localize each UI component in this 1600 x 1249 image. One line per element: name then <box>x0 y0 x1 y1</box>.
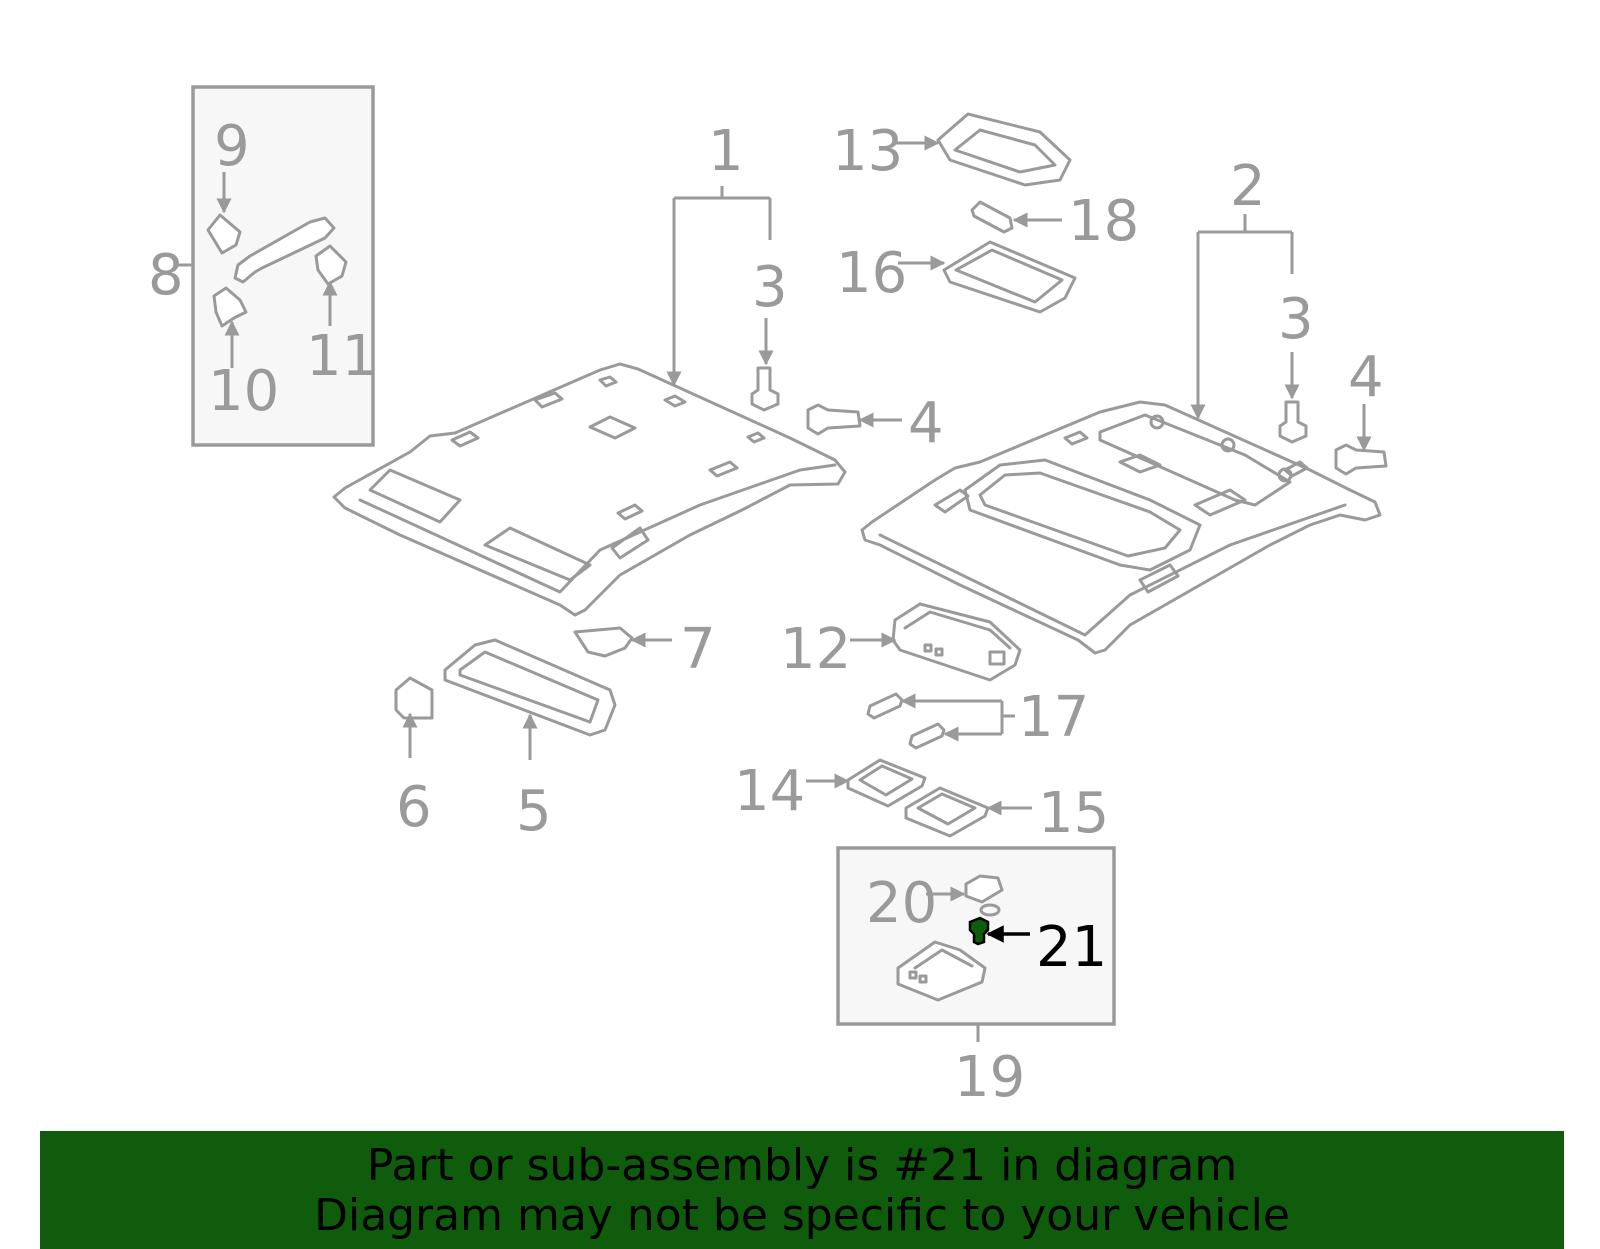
callout-5: 5 <box>516 779 552 844</box>
part-13-lamp-base <box>936 112 1072 187</box>
callout-11: 11 <box>306 324 377 389</box>
callout-8: 8 <box>148 243 184 308</box>
callout-1: 1 <box>708 119 744 184</box>
inset-box-8: 8 9 10 11 <box>148 85 377 447</box>
part-6-holder <box>394 676 434 720</box>
lamp-housing <box>896 940 987 1002</box>
part-4-screw-right <box>1334 443 1388 476</box>
part-16-lens <box>942 240 1077 314</box>
callout-3-left: 3 <box>752 255 788 320</box>
callout-21: 21 <box>1036 915 1107 980</box>
callout-20: 20 <box>866 871 937 936</box>
callout-14: 14 <box>734 759 805 824</box>
inset-box-19: 19 20 21 <box>836 846 1116 1110</box>
washer <box>979 903 1001 917</box>
callout-4-right: 4 <box>1348 345 1384 410</box>
info-banner: Part or sub-assembly is #21 in diagram D… <box>40 1131 1564 1249</box>
callout-7: 7 <box>680 617 716 682</box>
callout-16: 16 <box>836 241 907 306</box>
grab-handle <box>233 216 336 284</box>
part-11-cover <box>314 244 348 286</box>
part-7-cover <box>573 626 634 658</box>
parts-diagram: 8 9 10 11 1 3 <box>148 85 1388 1110</box>
part-14-lens <box>846 758 927 808</box>
headliner-2 <box>860 400 1382 655</box>
part-3-bolt-left <box>750 366 780 412</box>
callout-12: 12 <box>780 617 851 682</box>
part-18-bulb <box>970 200 1014 234</box>
callout-9: 9 <box>214 114 250 179</box>
part-20-switch <box>964 874 1004 904</box>
callout-3-right: 3 <box>1278 287 1314 352</box>
banner-line-2: Diagram may not be specific to your vehi… <box>314 1190 1290 1241</box>
callout-2: 2 <box>1230 154 1266 219</box>
headliner-1 <box>332 362 847 617</box>
callout-17: 17 <box>1018 685 1089 750</box>
callout-10: 10 <box>208 359 279 424</box>
banner-line-1: Part or sub-assembly is #21 in diagram <box>366 1140 1238 1191</box>
callout-13: 13 <box>832 119 903 184</box>
part-10-cover <box>212 286 248 328</box>
part-9-clip <box>206 213 242 255</box>
callout-19: 19 <box>954 1045 1025 1110</box>
part-4-screw-left <box>806 403 862 436</box>
callout-4-left: 4 <box>908 391 944 456</box>
part-17-bulbs <box>866 692 946 750</box>
callout-6: 6 <box>396 775 432 840</box>
callout-15: 15 <box>1038 781 1109 846</box>
part-3-bolt-right <box>1278 400 1308 444</box>
callout-18: 18 <box>1068 189 1139 254</box>
part-5-sunvisor <box>443 638 617 737</box>
part-15-lens <box>904 786 990 838</box>
part-12-console <box>891 602 1022 682</box>
part-21-highlighted <box>968 916 990 946</box>
